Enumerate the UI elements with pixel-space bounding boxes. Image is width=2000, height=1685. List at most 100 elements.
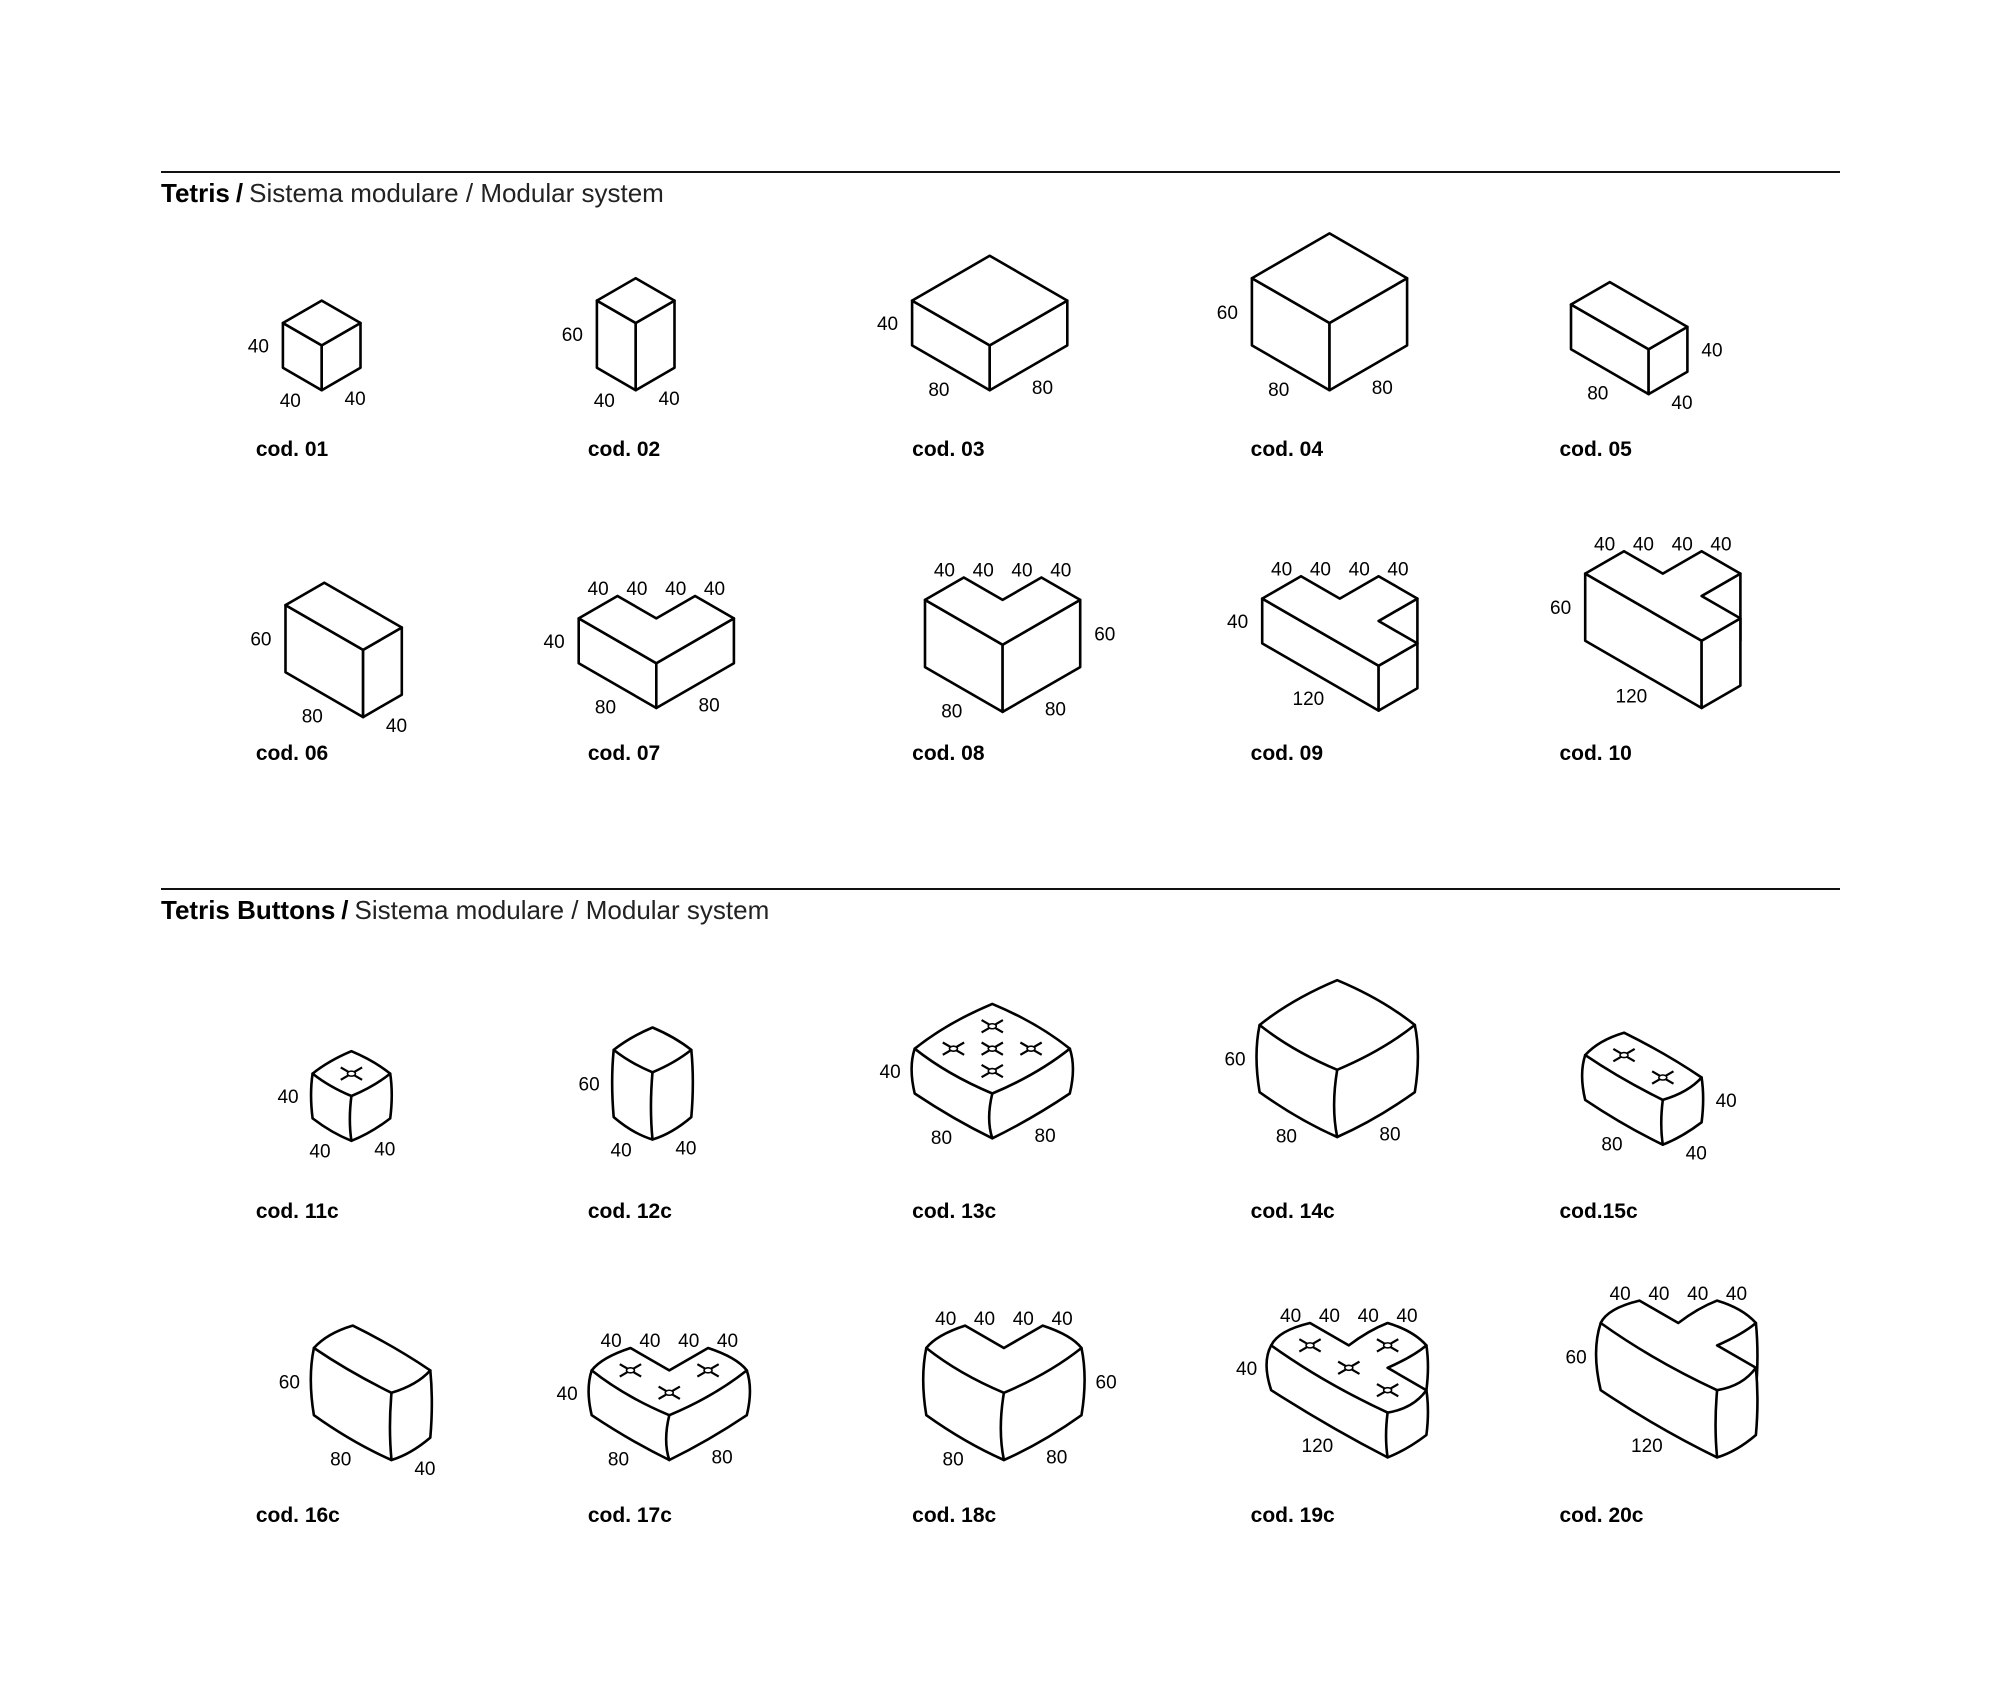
module-drawing [1583,549,1742,710]
dimension-label: 40 [1236,1359,1257,1380]
top-face [595,276,676,325]
module-code: cod. 08 [912,741,985,765]
dimension-label: 80 [1372,378,1393,399]
top-face [284,581,404,652]
dimension-label: 60 [1566,1348,1587,1369]
dimension-label: 40 [1280,1306,1301,1327]
dimension-label: 80 [1601,1134,1622,1155]
dimension-label: 40 [1710,534,1731,555]
dimension-label: 80 [595,698,616,719]
dimension-label: 40 [588,579,609,600]
module-drawing [587,1346,752,1462]
dimension-label: 80 [608,1450,629,1471]
dimension-label: 40 [601,1331,622,1352]
button-tuft-icon [658,1385,681,1400]
dimension-label: 60 [562,325,583,346]
module-code: cod. 11c [255,1200,339,1224]
dimension-label: 60 [1217,303,1238,324]
module-drawing [910,1002,1075,1140]
module-drawing [309,1324,434,1462]
module-code: cod. 18c [912,1503,997,1527]
dimension-label: 80 [1045,700,1066,721]
button-tuft-icon [981,1041,1004,1056]
dimension-label: 60 [1096,1373,1117,1394]
dimension-label: 40 [1594,534,1615,555]
dimension-label: 80 [943,1450,964,1471]
dimension-label: 40 [1319,1306,1340,1327]
top-face [577,594,736,665]
title-separator: / [341,895,349,925]
dimension-label: 60 [279,1373,300,1394]
dimension-label: 40 [544,632,565,653]
button-tuft-icon [1651,1070,1675,1085]
dimension-label: 40 [1648,1284,1669,1305]
dimension-label: 40 [1052,1309,1073,1330]
top-face [925,1324,1083,1395]
dimension-label: 40 [717,1331,738,1352]
module-code: cod. 06 [255,741,329,765]
module-code: cod. 13c [912,1200,997,1224]
dimension-label: 120 [1616,686,1648,707]
top-face [910,254,1069,347]
section-heading-tetris: Tetris/Sistema modulare / Modular system [161,178,664,209]
dimension-label: 40 [639,1331,660,1352]
dimension-label: 40 [934,561,955,582]
top-face [281,299,362,347]
dimension-label: 80 [699,696,720,717]
dimension-label: 60 [250,630,271,651]
dimension-label: 40 [704,579,725,600]
dimension-label: 40 [1396,1306,1417,1327]
dimension-label: 60 [1550,598,1571,619]
dimension-label: 80 [1587,384,1608,405]
top-face [312,1324,432,1395]
dimension-label: 40 [1349,559,1370,580]
title-separator: / [235,178,244,208]
dimension-label: 40 [935,1309,956,1330]
dimension-label: 40 [1610,1284,1631,1305]
dimension-label: 40 [877,314,898,335]
dimension-label: 80 [302,707,323,728]
top-face [1258,978,1417,1072]
dimension-label: 80 [1276,1127,1297,1148]
module-code: cod. 16c [255,1503,340,1527]
top-face [923,576,1082,646]
dimension-label: 40 [1726,1284,1747,1305]
module-drawing [281,299,362,392]
top-face [1599,1299,1758,1392]
module-code: cod. 10 [1559,741,1632,765]
dimension-label: 40 [557,1384,578,1405]
dimension-label: 40 [1701,340,1722,361]
module-drawing [309,1049,394,1143]
module-code: cod. 19c [1250,1503,1335,1527]
button-tuft-icon [981,1019,1004,1034]
module-drawing [1260,574,1419,712]
module-drawing [1265,1321,1430,1459]
dimension-label: 80 [1032,378,1053,399]
dimension-label: 40 [1671,393,1692,414]
dimension-label: 40 [1672,534,1693,555]
module-drawing [610,1026,695,1141]
module-code: cod.15c [1559,1200,1638,1224]
section-subtitle: Sistema modulare / Modular system [354,895,770,925]
dimension-label: 40 [880,1062,901,1083]
dimension-label: 40 [1271,559,1292,580]
dimension-label: 80 [941,702,962,723]
dimension-label: 40 [974,1309,995,1330]
module-drawing [1250,232,1409,392]
top-face [1260,574,1419,668]
button-tuft-icon [1376,1338,1399,1353]
dimension-label: 40 [277,1087,298,1108]
dimension-label: 80 [1379,1125,1400,1146]
dimension-label: 80 [931,1128,952,1149]
dimension-label: 40 [1686,1144,1707,1165]
section-title: Tetris [161,178,230,208]
dimension-label: 40 [626,579,647,600]
module-code: cod. 04 [1250,437,1324,461]
button-tuft-icon [619,1363,642,1378]
module-code: cod. 09 [1250,741,1324,765]
dimension-label: 40 [973,561,994,582]
top-face [1583,549,1742,643]
button-tuft-icon [340,1066,363,1081]
dimension-label: 40 [678,1331,699,1352]
dimension-label: 40 [1050,561,1071,582]
